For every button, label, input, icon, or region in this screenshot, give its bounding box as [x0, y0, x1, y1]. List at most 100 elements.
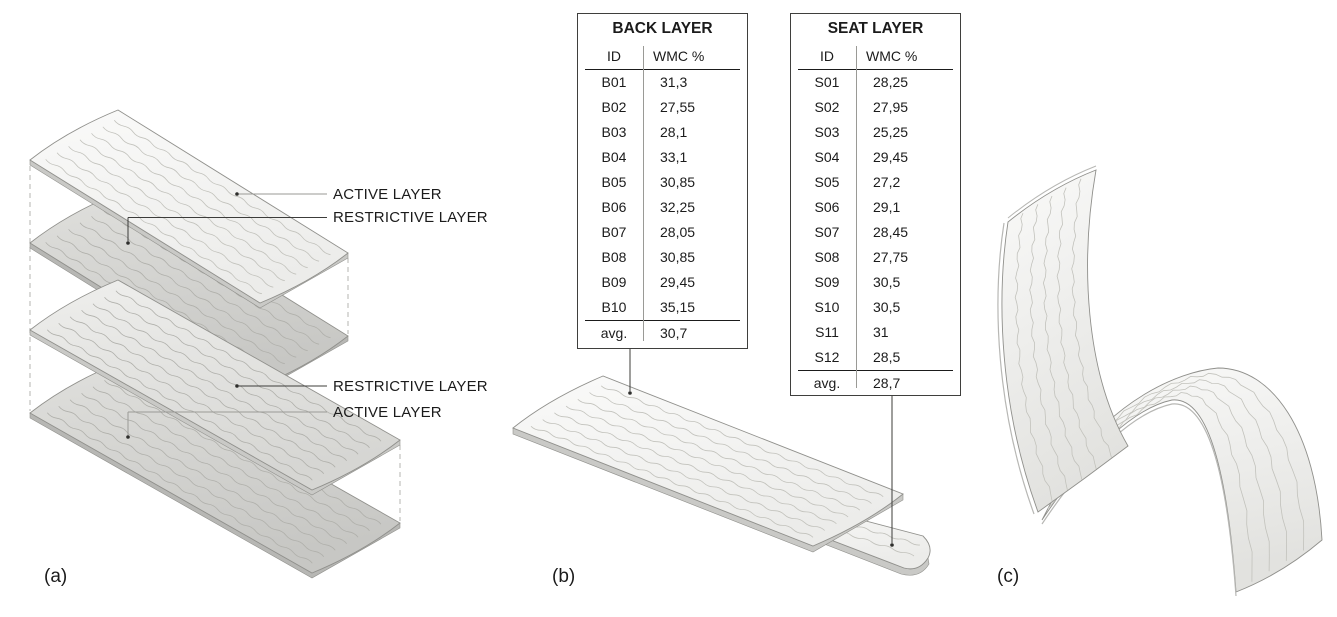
avg-label: avg.	[600, 325, 628, 341]
back-col-wmc-header: WMC %	[653, 48, 705, 64]
wmc-value: 29,45	[660, 274, 696, 290]
seat-table-title: SEAT LAYER	[827, 20, 924, 37]
table-row: S11 31	[798, 320, 953, 345]
table-row: B09 29,45	[585, 270, 740, 295]
table-row: S06 29,1	[798, 195, 953, 220]
table-row: S01 28,25	[798, 70, 953, 95]
wmc-value: 27,55	[660, 99, 696, 115]
table-row: S08 27,75	[798, 245, 953, 270]
caption-a: (a)	[44, 566, 68, 587]
wmc-value: 28,5	[873, 349, 901, 365]
table-row: B02 27,55	[585, 95, 740, 120]
specimen-id: B05	[601, 174, 627, 190]
leader-dot	[235, 384, 239, 388]
table-row: B05 30,85	[585, 170, 740, 195]
specimen-id: B04	[601, 149, 627, 165]
table-row: B06 32,25	[585, 195, 740, 220]
specimen-id: S04	[814, 149, 840, 165]
bent-back-band	[997, 165, 1129, 515]
specimen-id: B02	[601, 99, 627, 115]
table-row: S10 30,5	[798, 295, 953, 320]
column-divider	[856, 46, 857, 388]
specimen-id: B03	[601, 124, 627, 140]
wmc-value: 33,1	[660, 149, 688, 165]
label-active-layer-bottom: ACTIVE LAYER	[333, 404, 442, 421]
caption-b: (b)	[552, 566, 576, 587]
back-col-id-header: ID	[607, 48, 621, 64]
back-table-avg-row: avg. 30,7	[585, 320, 740, 346]
seat-col-id-header: ID	[820, 48, 834, 64]
seat-table-body: S01 28,25 S02 27,95 S03 25,25 S04 29,45	[798, 70, 953, 370]
table-row: B08 30,85	[585, 245, 740, 270]
wmc-value: 29,1	[873, 199, 901, 215]
avg-value: 28,7	[873, 375, 901, 391]
specimen-id: S02	[814, 99, 840, 115]
wmc-value: 30,5	[873, 299, 901, 315]
leader-dot	[126, 241, 130, 245]
specimen-id: S06	[814, 199, 840, 215]
caption-c: (c)	[997, 566, 1020, 587]
specimen-id: S08	[814, 249, 840, 265]
wmc-value: 27,75	[873, 249, 909, 265]
wmc-value: 29,45	[873, 149, 909, 165]
wmc-value: 28,05	[660, 224, 696, 240]
wmc-value: 31,3	[660, 74, 688, 90]
specimen-id: B09	[601, 274, 627, 290]
specimen-id: S07	[814, 224, 840, 240]
table-row: B04 33,1	[585, 145, 740, 170]
wmc-value: 35,15	[660, 299, 696, 315]
specimen-id: S10	[814, 299, 840, 315]
wmc-value: 28,25	[873, 74, 909, 90]
back-table-title: BACK LAYER	[612, 20, 713, 37]
table-row: S05 27,2	[798, 170, 953, 195]
back-table-header: ID WMC %	[585, 44, 740, 70]
wmc-value: 30,85	[660, 249, 696, 265]
active-layer-bottom-sheet	[29, 362, 401, 579]
back-layer-flat-sheet	[512, 375, 904, 553]
wmc-value: 28,45	[873, 224, 909, 240]
wmc-value: 27,95	[873, 99, 909, 115]
leader-dot	[235, 192, 239, 196]
specimen-id: S11	[815, 324, 839, 340]
avg-label: avg.	[813, 375, 841, 391]
label-restrictive-layer-top: RESTRICTIVE LAYER	[333, 209, 488, 226]
active-layer-top-sheet	[29, 109, 349, 309]
restrictive-layer-bottom-sheet	[29, 279, 401, 496]
leader-dot	[628, 391, 632, 395]
label-restrictive-layer-bottom: RESTRICTIVE LAYER	[333, 378, 488, 395]
table-row: B01 31,3	[585, 70, 740, 95]
wmc-value: 27,2	[873, 174, 901, 190]
specimen-id: B07	[601, 224, 627, 240]
specimen-id: B08	[601, 249, 627, 265]
seat-table-avg-row: avg. 28,7	[798, 370, 953, 396]
seat-layer-table: SEAT LAYER ID WMC % S01 28,25 S02 27,95 …	[790, 13, 961, 396]
wmc-value: 25,25	[873, 124, 909, 140]
table-row: S02 27,95	[798, 95, 953, 120]
specimen-id: B01	[601, 74, 627, 90]
table-row: B07 28,05	[585, 220, 740, 245]
label-active-layer-top: ACTIVE LAYER	[333, 186, 442, 203]
specimen-id: B10	[601, 299, 627, 315]
specimen-id: B06	[601, 199, 627, 215]
wmc-value: 30,85	[660, 174, 696, 190]
leader-dot	[126, 435, 130, 439]
table-row: S09 30,5	[798, 270, 953, 295]
table-row: S03 25,25	[798, 120, 953, 145]
column-divider	[643, 46, 644, 341]
table-row: S07 28,45	[798, 220, 953, 245]
wmc-value: 28,1	[660, 124, 688, 140]
wmc-value: 31	[873, 324, 889, 340]
leader-dot	[890, 543, 894, 547]
specimen-id: S03	[814, 124, 840, 140]
back-layer-table: BACK LAYER ID WMC % B01 31,3 B02 27,55 B…	[577, 13, 748, 349]
wmc-value: 32,25	[660, 199, 696, 215]
specimen-id: S09	[814, 274, 840, 290]
wmc-value: 30,5	[873, 274, 901, 290]
table-row: S04 29,45	[798, 145, 953, 170]
seat-table-header: ID WMC %	[798, 44, 953, 70]
table-row: B10 35,15	[585, 295, 740, 320]
specimen-id: S05	[814, 174, 840, 190]
back-table-body: B01 31,3 B02 27,55 B03 28,1 B04 33,1	[585, 70, 740, 320]
